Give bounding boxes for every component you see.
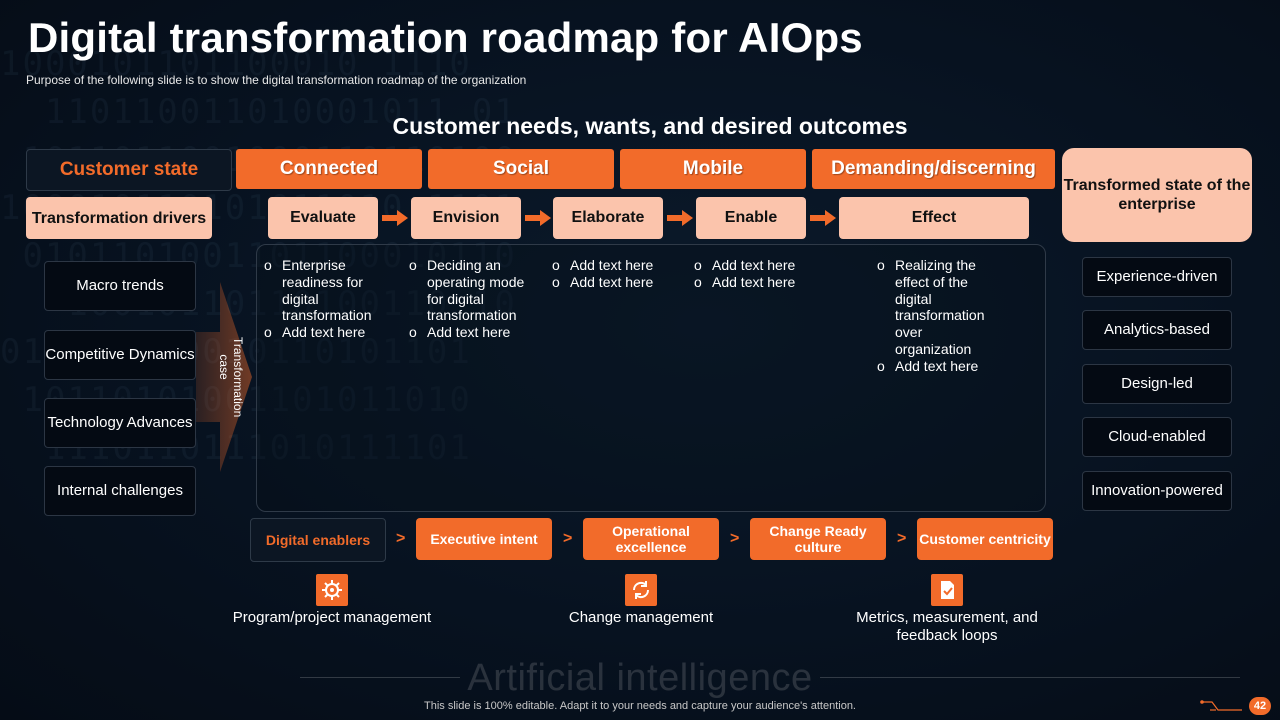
list-item: Add text here [552,274,670,291]
column-elaborate: Add text hereAdd text here [552,257,670,291]
document-check-icon [931,574,963,606]
chevron-right-icon: > [563,530,573,547]
left-item-technology-advances: Technology Advances [44,398,196,448]
management-program: Program/project management [232,609,432,626]
category-social: Social [428,149,614,189]
right-item-design-led: Design-led [1082,364,1232,404]
transformation-case-label: Transformation case [217,337,245,418]
left-item-internal-challenges: Internal challenges [44,466,196,516]
customer-state-label: Customer state [26,149,232,191]
list-item: Add text here [694,274,812,291]
section-heading: Customer needs, wants, and desired outco… [392,113,908,139]
enabler-change-ready-culture: Change Ready culture [750,518,886,560]
category-demanding: Demanding/discerning [812,149,1055,189]
right-item-experience-driven: Experience-driven [1082,257,1232,297]
right-item-cloud-enabled: Cloud-enabled [1082,417,1232,457]
management-metrics: Metrics, measurement, and feedback loops [856,609,1038,644]
refresh-cycle-icon [625,574,657,606]
digital-enablers-label: Digital enablers [250,518,386,562]
enabler-executive-intent: Executive intent [416,518,552,560]
page-title: Digital transformation roadmap for AIOps [28,14,863,61]
stage-enable: Enable [696,197,806,239]
stage-arrow-icon [525,210,551,226]
list-item: Add text here [552,257,670,274]
footer-divider [300,677,460,678]
left-item-competitive-dynamics: Competitive Dynamics [44,330,196,380]
category-mobile: Mobile [620,149,806,189]
stage-envision: Envision [411,197,521,239]
right-item-analytics-based: Analytics-based [1082,310,1232,350]
gear-icon [316,574,348,606]
list-item: Realizing the effect of the digital tran… [877,257,995,358]
chevron-right-icon: > [396,530,406,547]
stage-arrow-icon [382,210,408,226]
right-item-innovation-powered: Innovation-powered [1082,471,1232,511]
enabler-customer-centricity: Customer centricity [917,518,1053,560]
left-item-macro-trends: Macro trends [44,261,196,311]
list-item: Add text here [409,324,527,341]
column-effect: Realizing the effect of the digital tran… [877,257,995,375]
stage-arrow-icon [810,210,836,226]
column-envision: Deciding an operating mode for digital t… [409,257,527,341]
page-number-badge: 42 [1249,697,1271,715]
footer-note: This slide is 100% editable. Adapt it to… [424,700,856,712]
stage-arrow-icon [667,210,693,226]
transformation-case-arrow [196,282,252,472]
footer-watermark-text: Artificial intelligence [467,657,813,699]
page-subtitle: Purpose of the following slide is to sho… [26,73,527,87]
list-item: Deciding an operating mode for digital t… [409,257,527,324]
stage-effect: Effect [839,197,1029,239]
footer-divider [820,677,1240,678]
management-change: Change management [568,609,714,626]
column-evaluate: Enterprise readiness for digital transfo… [264,257,382,341]
list-item: Add text here [264,324,382,341]
list-item: Enterprise readiness for digital transfo… [264,257,382,324]
transformed-state-box: Transformed state of the enterprise [1062,148,1252,242]
category-connected: Connected [236,149,422,189]
chevron-right-icon: > [730,530,740,547]
list-item: Add text here [694,257,812,274]
list-item: Add text here [877,358,995,375]
enabler-operational-excellence: Operational excellence [583,518,719,560]
chevron-right-icon: > [897,530,907,547]
stage-evaluate: Evaluate [268,197,378,239]
stage-elaborate: Elaborate [553,197,663,239]
column-enable: Add text hereAdd text here [694,257,812,291]
circuit-decoration-icon [1200,700,1242,711]
transformation-drivers-label: Transformation drivers [26,197,212,239]
